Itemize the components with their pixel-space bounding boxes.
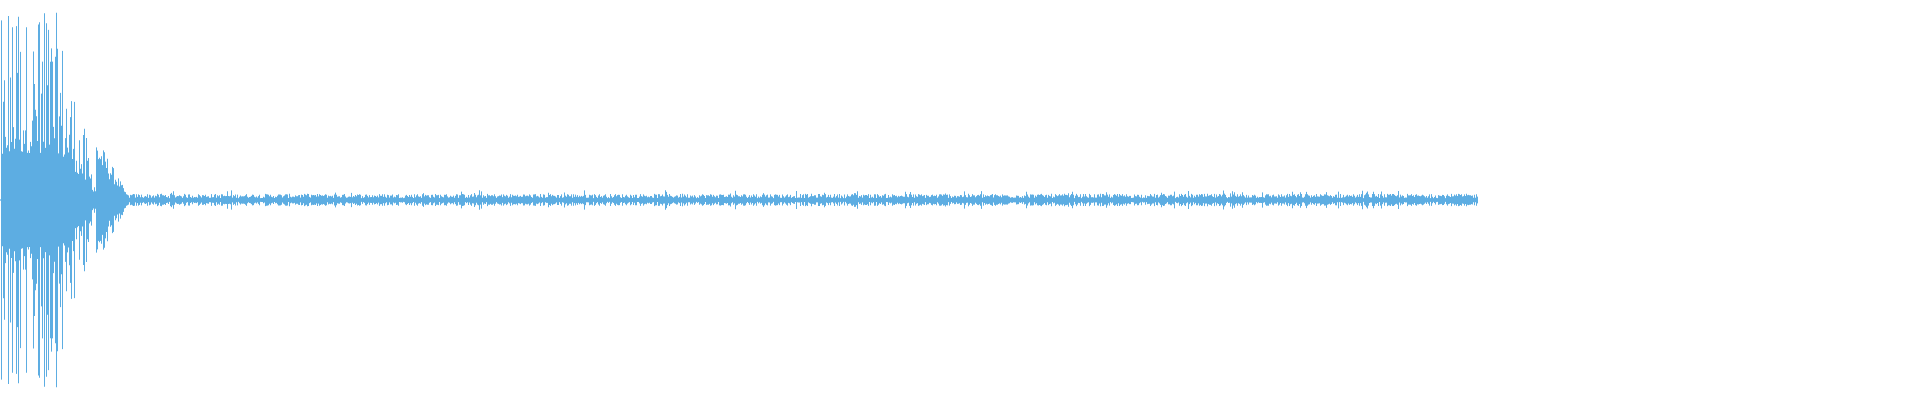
waveform-peak-bars <box>1 12 1478 388</box>
waveform-peaks <box>1 12 1478 388</box>
